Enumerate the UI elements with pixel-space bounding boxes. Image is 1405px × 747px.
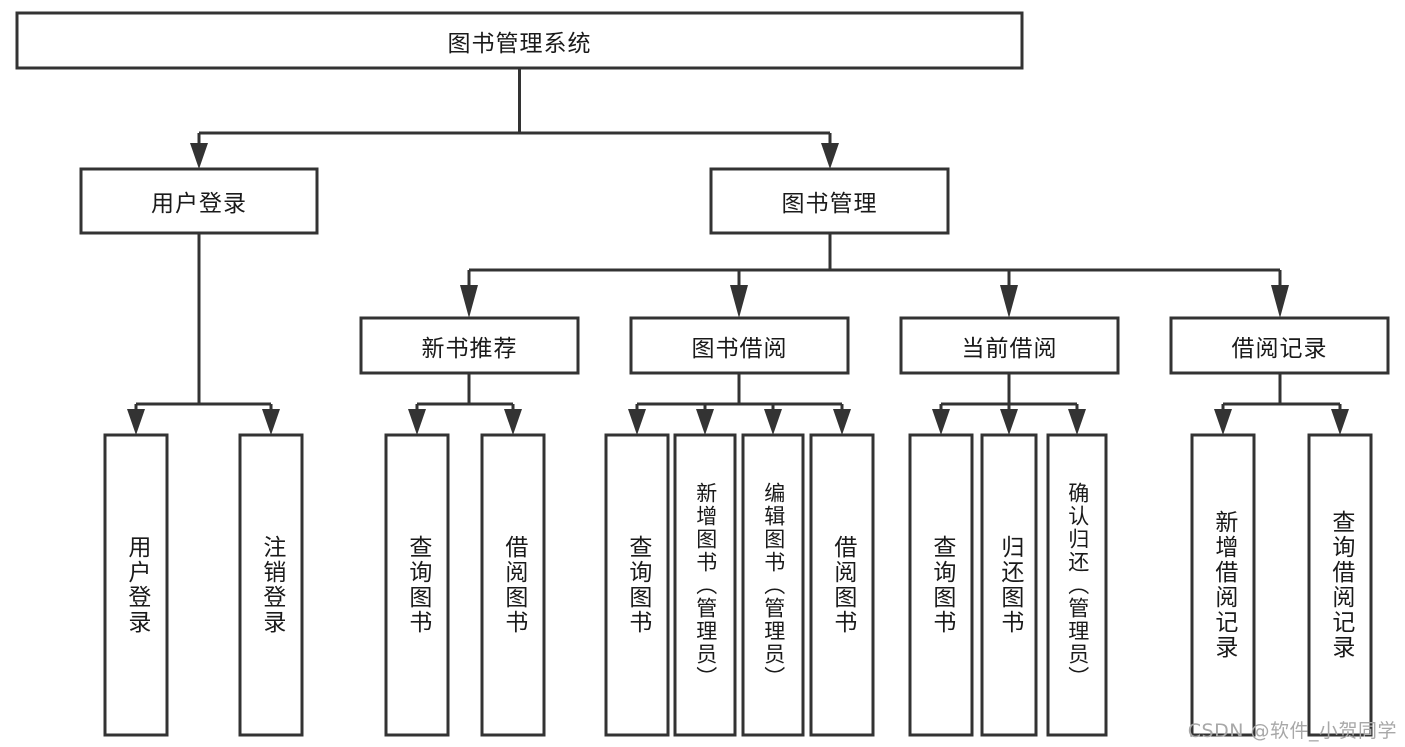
connector-group-current-borrow <box>932 373 1086 435</box>
arrow-head-leaf-borrow-book-2 <box>833 409 851 435</box>
node-box-leaf-add-book[interactable] <box>673 433 737 737</box>
connector-group-root <box>190 68 839 169</box>
arrow-head-leaf-query-book-1 <box>408 409 426 435</box>
node-box-leaf-confirm-return[interactable] <box>1046 433 1108 737</box>
node-box-leaf-borrow-book-2[interactable] <box>809 433 875 737</box>
connector-group-user-login <box>127 233 280 435</box>
connector-group-borrow-record <box>1214 373 1349 435</box>
arrow-head-leaf-query-record <box>1331 409 1349 435</box>
node-box-new-book-recommend[interactable] <box>359 316 580 375</box>
node-box-leaf-query-book-1[interactable] <box>384 433 450 737</box>
node-box-borrow-record[interactable] <box>1169 316 1390 375</box>
arrow-head-leaf-add-record <box>1214 409 1232 435</box>
node-box-leaf-borrow-book-1[interactable] <box>480 433 546 737</box>
node-box-current-borrow[interactable] <box>899 316 1120 375</box>
arrow-head-new-book-recommend <box>460 285 478 318</box>
node-box-leaf-query-book-2[interactable] <box>604 433 670 737</box>
arrow-head-leaf-return-book <box>1000 409 1018 435</box>
arrow-head-borrow-record <box>1271 285 1289 318</box>
connector-group-book-manage <box>460 233 1289 318</box>
node-box-book-borrow[interactable] <box>629 316 850 375</box>
node-box-root[interactable] <box>15 11 1024 70</box>
arrow-head-leaf-edit-book <box>764 409 782 435</box>
arrow-head-book-borrow <box>730 285 748 318</box>
csdn-watermark: CSDN @软件_小贺同学 <box>1187 720 1397 742</box>
arrow-head-leaf-logout-login <box>262 409 280 435</box>
arrow-head-leaf-query-book-2 <box>628 409 646 435</box>
node-box-user-login[interactable] <box>79 167 319 235</box>
node-box-leaf-query-book-3[interactable] <box>908 433 974 737</box>
node-box-leaf-logout-login[interactable] <box>238 433 304 737</box>
arrow-head-leaf-borrow-book-1 <box>504 409 522 435</box>
node-box-leaf-user-login[interactable] <box>103 433 169 737</box>
arrow-head-leaf-confirm-return <box>1068 409 1086 435</box>
node-box-leaf-edit-book[interactable] <box>741 433 805 737</box>
arrow-head-leaf-query-book-3 <box>932 409 950 435</box>
arrow-head-leaf-user-login <box>127 409 145 435</box>
arrow-head-book-manage <box>821 143 839 169</box>
connector-group-book-borrow <box>628 373 851 435</box>
connector-group-new-book-recommend <box>408 373 522 435</box>
node-box-leaf-add-record[interactable] <box>1190 433 1256 737</box>
arrow-head-leaf-add-book <box>696 409 714 435</box>
node-box-leaf-return-book[interactable] <box>980 433 1038 737</box>
arrow-head-user-login <box>190 143 208 169</box>
node-box-book-manage[interactable] <box>709 167 950 235</box>
node-box-leaf-query-record[interactable] <box>1307 433 1373 737</box>
arrow-head-current-borrow <box>1000 285 1018 318</box>
